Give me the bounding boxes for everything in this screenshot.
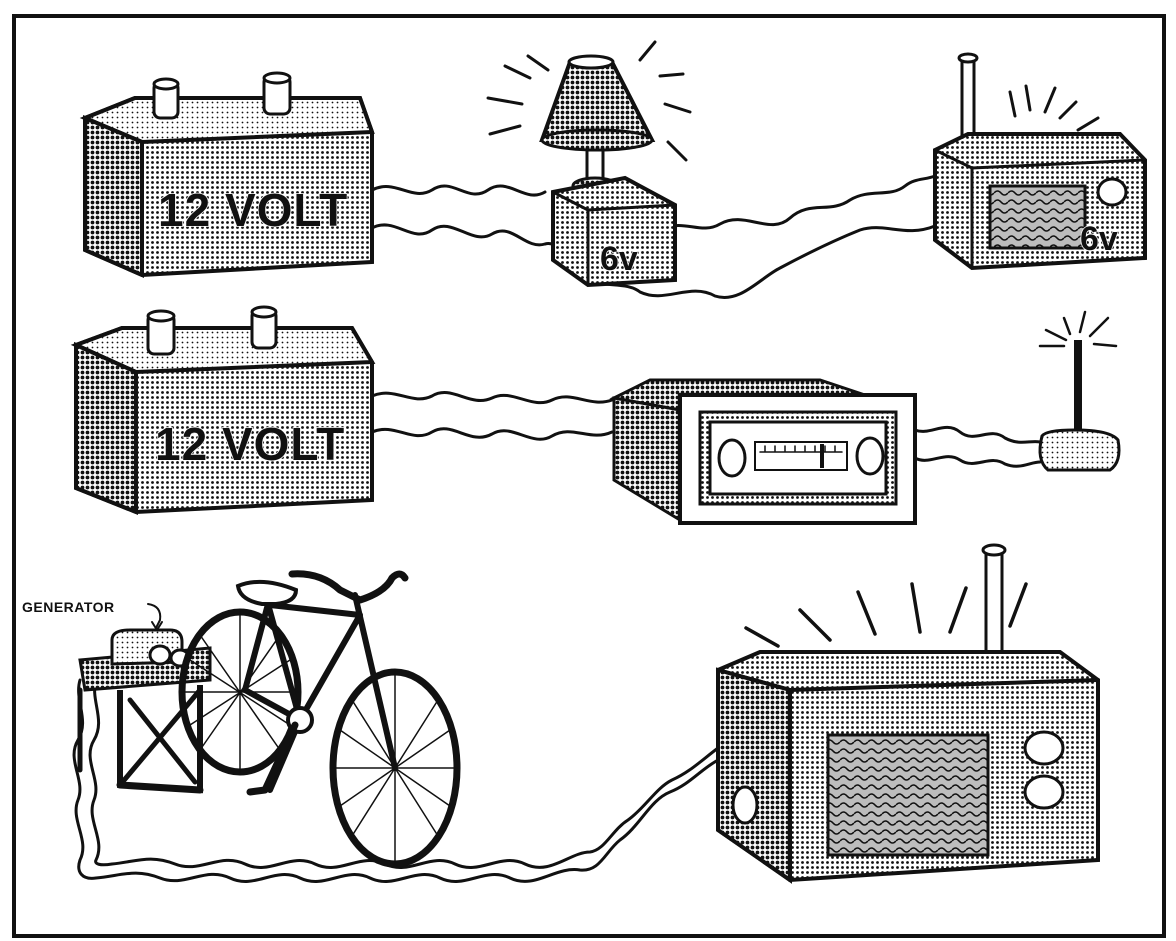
battery-terminal-icon	[264, 73, 290, 114]
generator-icon	[112, 630, 189, 666]
battery-terminal-icon	[148, 311, 174, 354]
battery-terminal-icon	[154, 79, 178, 118]
car-radio	[614, 380, 915, 523]
battery-mid: 12 VOLT	[76, 307, 372, 512]
generator-label: GENERATOR	[22, 599, 115, 615]
radio-small-voltage-label: 6v	[1080, 220, 1118, 258]
battery-terminal-icon	[252, 307, 276, 348]
lamp-voltage-label: 6v	[600, 240, 638, 278]
battery-top-label: 12 VOLT	[158, 184, 348, 236]
battery-mid-label: 12 VOLT	[155, 418, 345, 470]
battery-top: 12 VOLT	[85, 73, 372, 275]
